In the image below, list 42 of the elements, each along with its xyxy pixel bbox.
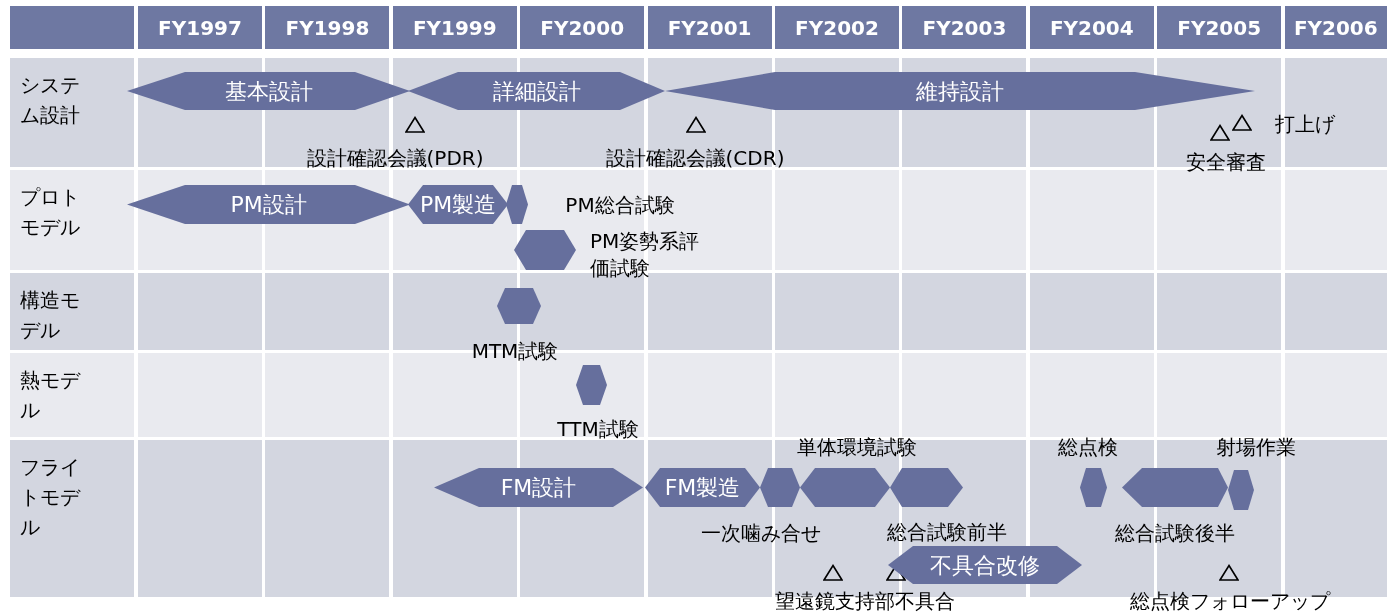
- milestone-label: 設計確認会議(PDR): [305, 146, 485, 170]
- milestone-label: PM総合試験: [564, 193, 676, 217]
- task-hexagon: [890, 468, 963, 507]
- year-header: FY2004: [1029, 6, 1154, 49]
- task-bar: 基本設計: [127, 72, 410, 110]
- year-header: FY1999: [392, 6, 517, 49]
- row-header: システム設計: [20, 72, 81, 129]
- task-hexagon: [576, 365, 607, 405]
- year-header: FY2000: [520, 6, 645, 49]
- task-hexagon: [506, 185, 528, 224]
- milestone-label: 総点検フォローアップ: [1129, 589, 1332, 613]
- task-caption: TTM試験: [556, 416, 640, 443]
- milestone-label: 安全審査: [1184, 150, 1267, 174]
- task-bar: 詳細設計: [408, 72, 665, 110]
- row-header: 熱モデル: [20, 367, 82, 424]
- year-header: FY2002: [775, 6, 899, 49]
- task-hexagon: [760, 468, 800, 507]
- task-hexagon: [514, 230, 576, 270]
- task-caption: MTM試験: [470, 338, 560, 365]
- task-caption: 単体環境試験: [796, 434, 918, 461]
- year-header: FY2003: [902, 6, 1027, 49]
- year-header: FY1998: [265, 6, 390, 49]
- task-caption: 射場作業: [1214, 434, 1297, 461]
- task-bar: 不具合改修: [888, 546, 1082, 584]
- task-hexagon: [497, 288, 541, 324]
- milestone-label: 設計確認会議(CDR): [604, 146, 786, 170]
- year-header: FY2001: [647, 6, 772, 49]
- task-hexagon: [1080, 468, 1107, 507]
- task-caption: 総合試験後半: [1114, 520, 1236, 547]
- milestone-label: 打上げ: [1274, 112, 1336, 136]
- milestone-label: 総合試験前半: [886, 520, 1008, 544]
- task-caption: 一次噛み合せ: [699, 520, 822, 547]
- task-caption: 総点検: [1056, 434, 1119, 461]
- task-caption: PM姿勢系評価試験: [590, 228, 701, 282]
- task-bar: FM設計: [434, 468, 643, 507]
- row-header: プロトモデル: [20, 184, 81, 241]
- year-header: FY2006: [1284, 6, 1387, 49]
- row-header: フライトモデル: [20, 454, 82, 541]
- year-header: FY2005: [1157, 6, 1282, 49]
- row-header: 構造モデル: [20, 287, 81, 344]
- year-header: FY1997: [138, 6, 262, 49]
- milestone-label: 望遠鏡支持部不具合: [774, 589, 956, 613]
